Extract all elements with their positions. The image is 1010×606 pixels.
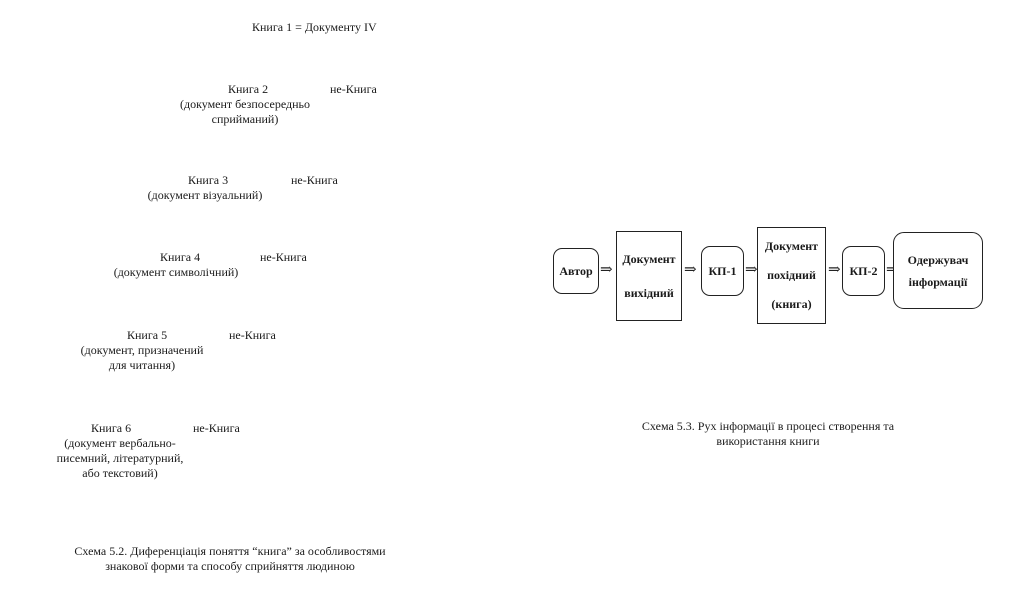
arrow-icon: ⇒ (745, 262, 758, 278)
not-book-label: не-Книга (330, 82, 377, 96)
not-book-label: не-Книга (229, 328, 276, 342)
book-label: Книга 6 (91, 421, 132, 435)
node-kp2: КП-2 (842, 246, 885, 296)
figure-caption: Схема 5.3. Рух інформації в процесі ство… (641, 419, 895, 448)
arrow-icon: ⇒ (600, 262, 613, 278)
not-book-label: не-Книга (260, 250, 307, 264)
node-author: Автор (553, 248, 599, 294)
book-label: Книга 2 (228, 82, 269, 96)
node-recipient: Одержувач інформації (893, 232, 983, 309)
top-line: Книга 1 = Документу IV (252, 20, 377, 34)
book-description: (документ символічний) (113, 265, 239, 279)
not-book-label: не-Книга (193, 421, 240, 435)
figure-caption: Схема 5.2. Диференціація поняття “книга”… (74, 544, 386, 573)
book-description: (документ безпосередньо сприйманий) (179, 97, 311, 126)
node-kp1: КП-1 (701, 246, 744, 296)
book-description: (документ візуальний) (147, 188, 263, 202)
not-book-label: не-Книга (291, 173, 338, 187)
book-description: (документ вербально- писемний, літератур… (56, 436, 184, 480)
arrow-icon: ⇒ (828, 262, 841, 278)
book-description: (документ, призначений для читання) (80, 343, 204, 372)
arrow-icon: ⇒ (684, 262, 697, 278)
node-document-derived: Документ похідний (книга) (757, 227, 826, 324)
book-label: Книга 4 (160, 250, 201, 264)
node-document-source: Документ вихідний (616, 231, 682, 321)
book-label: Книга 3 (188, 173, 229, 187)
book-label: Книга 5 (127, 328, 168, 342)
